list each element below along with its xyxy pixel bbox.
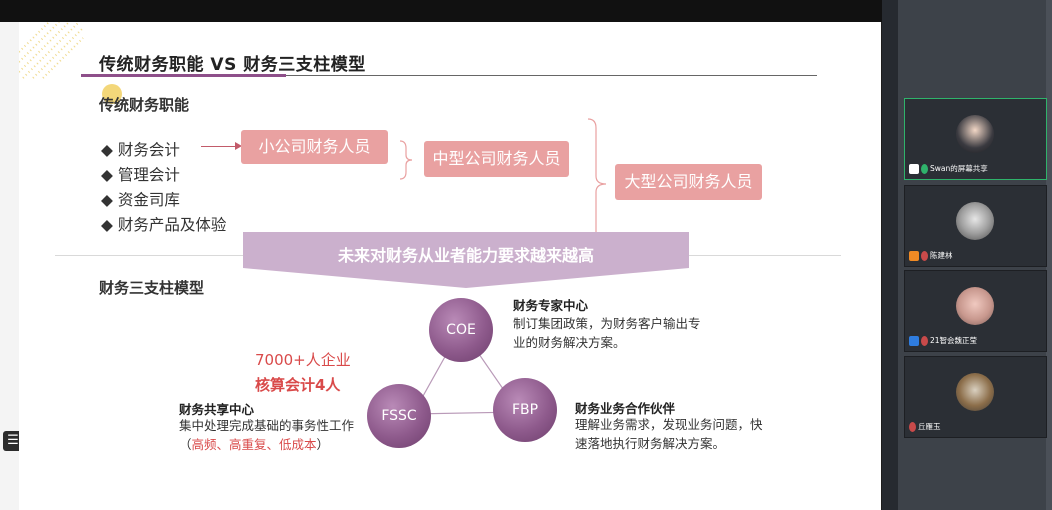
- coe-desc-line1: 制订集团政策，为财务客户输出专: [513, 316, 701, 331]
- mic-muted-icon: [909, 422, 916, 432]
- section-three-pillars-heading: 财务三支柱模型: [99, 279, 205, 297]
- mic-muted-icon: [921, 251, 928, 261]
- bullet-item: ◆ 管理会计: [101, 166, 180, 184]
- top-bar: [0, 0, 882, 22]
- triangle-connector: [411, 326, 521, 415]
- mic-icon: [921, 164, 928, 174]
- participant-tile[interactable]: 21智会魏正莹: [904, 270, 1047, 352]
- slide: 传统财务职能 VS 财务三支柱模型 传统财务职能 ◆ 财务会计 ◆ 管理会计 ◆…: [19, 22, 881, 510]
- bullet-item: ◆ 财务会计: [101, 141, 180, 159]
- fbp-desc-line1: 理解业务需求，发现业务问题，快: [575, 417, 763, 432]
- arrow-head-icon: [235, 142, 242, 150]
- participant-tile[interactable]: Swan的屏幕共享: [904, 98, 1047, 180]
- bullet-item: ◆ 资金司库: [101, 191, 180, 209]
- participant-name: 丘雁玉: [918, 422, 941, 431]
- fssc-title: 财务共享中心: [179, 402, 255, 417]
- user-icon: [909, 336, 919, 346]
- participant-tile[interactable]: 陈建林: [904, 185, 1047, 267]
- list-icon[interactable]: ☰: [3, 431, 23, 451]
- dotted-decoration: [19, 22, 84, 79]
- participant-name: 陈建林: [930, 251, 953, 260]
- cursor-dot: [102, 84, 122, 104]
- arrow-line: [201, 146, 239, 147]
- banner-arrow: [243, 268, 689, 288]
- panel-scroll-edge: [1046, 0, 1052, 510]
- coe-circle: COE: [429, 298, 493, 362]
- avatar: [956, 287, 994, 325]
- title-accent-bar: [81, 74, 286, 77]
- section-traditional-heading: 传统财务职能: [99, 96, 190, 114]
- user-icon: [909, 251, 919, 261]
- participant-tile[interactable]: 丘雁玉: [904, 356, 1047, 438]
- avatar: [956, 115, 994, 153]
- banner-text: 未来对财务从业者能力要求越来越高: [337, 246, 594, 265]
- banner-shape: [243, 232, 689, 268]
- fbp-desc-line2: 速落地执行财务解决方案。: [575, 436, 726, 451]
- coe-title: 财务专家中心: [513, 298, 589, 313]
- mic-muted-icon: [921, 336, 928, 346]
- avatar: [956, 202, 994, 240]
- bullet-item: ◆ 财务产品及体验: [101, 216, 227, 234]
- pill-large-company: 大型公司财务人员: [615, 164, 762, 200]
- participant-name: Swan的屏幕共享: [930, 164, 988, 173]
- fssc-circle: FSSC: [367, 384, 431, 448]
- fssc-desc-line2: （高频、高重复、低成本）: [179, 437, 330, 452]
- panel-divider: [882, 0, 898, 510]
- slide-title: 传统财务职能 VS 财务三支柱模型: [99, 55, 366, 75]
- participant-name: 21智会魏正莹: [930, 336, 978, 345]
- avatar: [956, 373, 994, 411]
- title-divider: [81, 75, 817, 76]
- fbp-circle: FBP: [493, 378, 557, 442]
- coe-desc-line2: 业的财务解决方案。: [513, 335, 626, 350]
- pill-medium-company: 中型公司财务人员: [424, 141, 569, 177]
- pill-small-company: 小公司财务人员: [241, 130, 388, 164]
- fbp-title: 财务业务合作伙伴: [575, 401, 676, 416]
- fssc-desc-line1: 集中处理完成基础的事务性工作: [179, 418, 355, 433]
- screen-share-icon: [909, 164, 919, 174]
- annotation-accountants: 核算会计4人: [255, 376, 341, 394]
- annotation-enterprise: 7000+人企业: [255, 351, 351, 369]
- bracket-small: [399, 140, 413, 180]
- left-strip: [0, 22, 19, 510]
